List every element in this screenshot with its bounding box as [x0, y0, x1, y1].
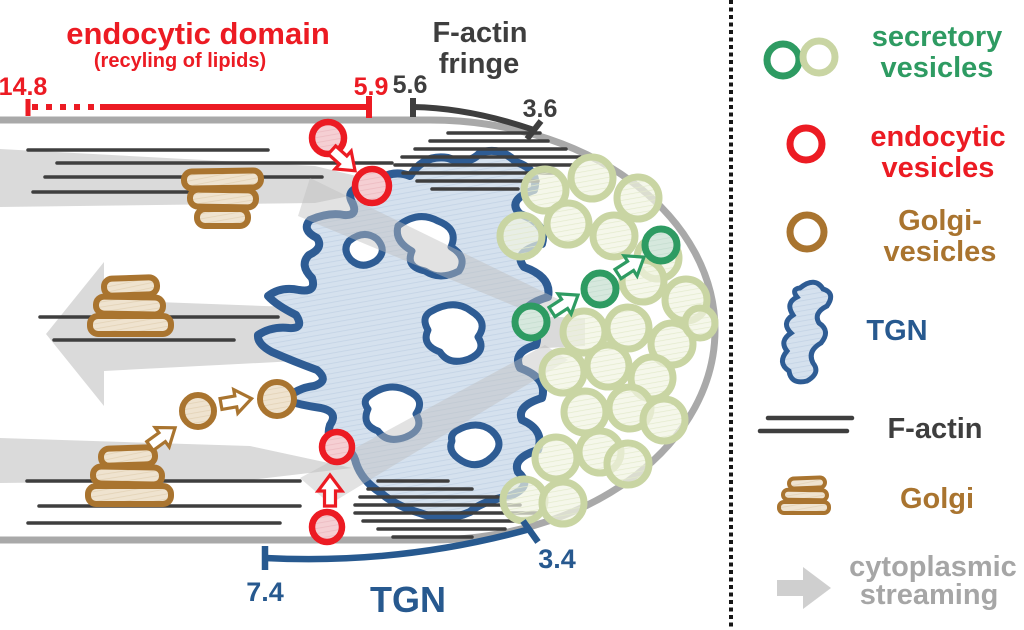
streaming-band-bottom [0, 438, 352, 483]
fringe-title-line2: fringe [439, 48, 520, 80]
legend-streaming-line1: cytoplasmic [849, 551, 1017, 583]
legend-tgn-label: TGN [866, 315, 927, 347]
endocytic-vesicle-at-tgn-bottom [318, 428, 356, 466]
legend-golgi-vesicles-line1: Golgi- [898, 205, 982, 237]
legend-endocytic-line2: vesicles [882, 152, 995, 184]
legend-endocytic-line1: endocytic [870, 121, 1005, 153]
endocytic-vesicle-at-tgn-top [351, 165, 393, 207]
endocytic-domain-subtitle: (recyling of lipids) [94, 50, 266, 72]
golgi-vesicle-at-tgn [257, 379, 297, 419]
golgi-stack-middle [87, 274, 174, 337]
legend-item-golgi: Golgi [777, 475, 974, 515]
golgi-vesicle-transit [179, 392, 217, 430]
legend-streaming-line2: streaming [860, 579, 999, 611]
legend-secretory-line2: vesicles [881, 52, 994, 84]
fringe-left-value: 5.6 [393, 71, 428, 99]
tgn-lumen-channels [342, 213, 503, 469]
endocytic-domain-left-value: 14.8 [0, 73, 47, 101]
secretory-vesicle-budding-tgn [511, 302, 551, 342]
tgn-title: TGN [370, 579, 446, 620]
legend-golgi-label: Golgi [900, 483, 974, 515]
legend-item-tgn: TGN [780, 279, 928, 385]
golgi-arrow-2 [217, 385, 256, 418]
endocytic-pathway [308, 118, 393, 546]
legend-item-f-actin: F-actin [757, 413, 983, 445]
legend-panel: secretory vesicles endocytic vesicles Go… [757, 21, 1017, 611]
f-actin-fringe-annotation: F-actin fringe 5.6 3.6 [393, 17, 558, 141]
legend-item-cytoplasmic-streaming: cytoplasmic streaming [777, 551, 1017, 611]
legend-item-secretory-vesicles: secretory vesicles [763, 21, 1003, 84]
golgi-vesicle-icon [786, 211, 828, 253]
legend-item-endocytic-vesicles: endocytic vesicles [786, 121, 1006, 184]
secretory-vesicle-fusing-membrane [641, 225, 681, 265]
tgn-icon [780, 279, 834, 385]
secretory-pathway [511, 225, 681, 342]
endocytic-vesicle-budding-bottom [308, 508, 346, 546]
golgi-stack-bottom [85, 444, 174, 507]
streaming-bands-over-tgn [298, 178, 568, 504]
golgi-stack-top [180, 167, 264, 229]
endocytic-domain-bracket [25, 96, 372, 118]
tgn-right-value: 3.4 [538, 544, 576, 574]
cytoplasmic-streaming-icon [777, 567, 831, 609]
secretory-vesicle-field [496, 153, 719, 528]
tgn-bracket [261, 519, 541, 570]
fringe-title-line1: F-actin [432, 17, 527, 49]
legend-f-actin-label: F-actin [887, 413, 982, 445]
tgn-structure [253, 146, 553, 522]
secretory-vesicle-transit [580, 269, 620, 309]
golgi-vesicle-pathway [141, 379, 297, 458]
golgi-icon [777, 475, 831, 515]
endocytic-domain-title: endocytic domain [66, 16, 330, 51]
legend-secretory-line1: secretory [872, 21, 1003, 53]
legend-item-golgi-vesicles: Golgi- vesicles [786, 205, 997, 268]
fringe-right-value: 3.6 [523, 95, 558, 123]
secretory-vesicle-light-icon [799, 37, 839, 77]
endocytic-domain-annotation: endocytic domain (recyling of lipids) 14… [0, 16, 388, 118]
tgn-annotation: TGN 7.4 3.4 [246, 519, 576, 620]
secretory-vesicle-dark-icon [763, 40, 803, 80]
golgi-stacks [85, 167, 264, 507]
endocytic-vesicle-icon [786, 124, 826, 164]
tgn-left-value: 7.4 [246, 577, 284, 607]
f-actin-icon [757, 415, 855, 434]
fringe-bracket [410, 98, 544, 141]
legend-golgi-vesicles-line2: vesicles [884, 236, 997, 268]
secretory-vesicle-fusing-apex [681, 304, 719, 342]
